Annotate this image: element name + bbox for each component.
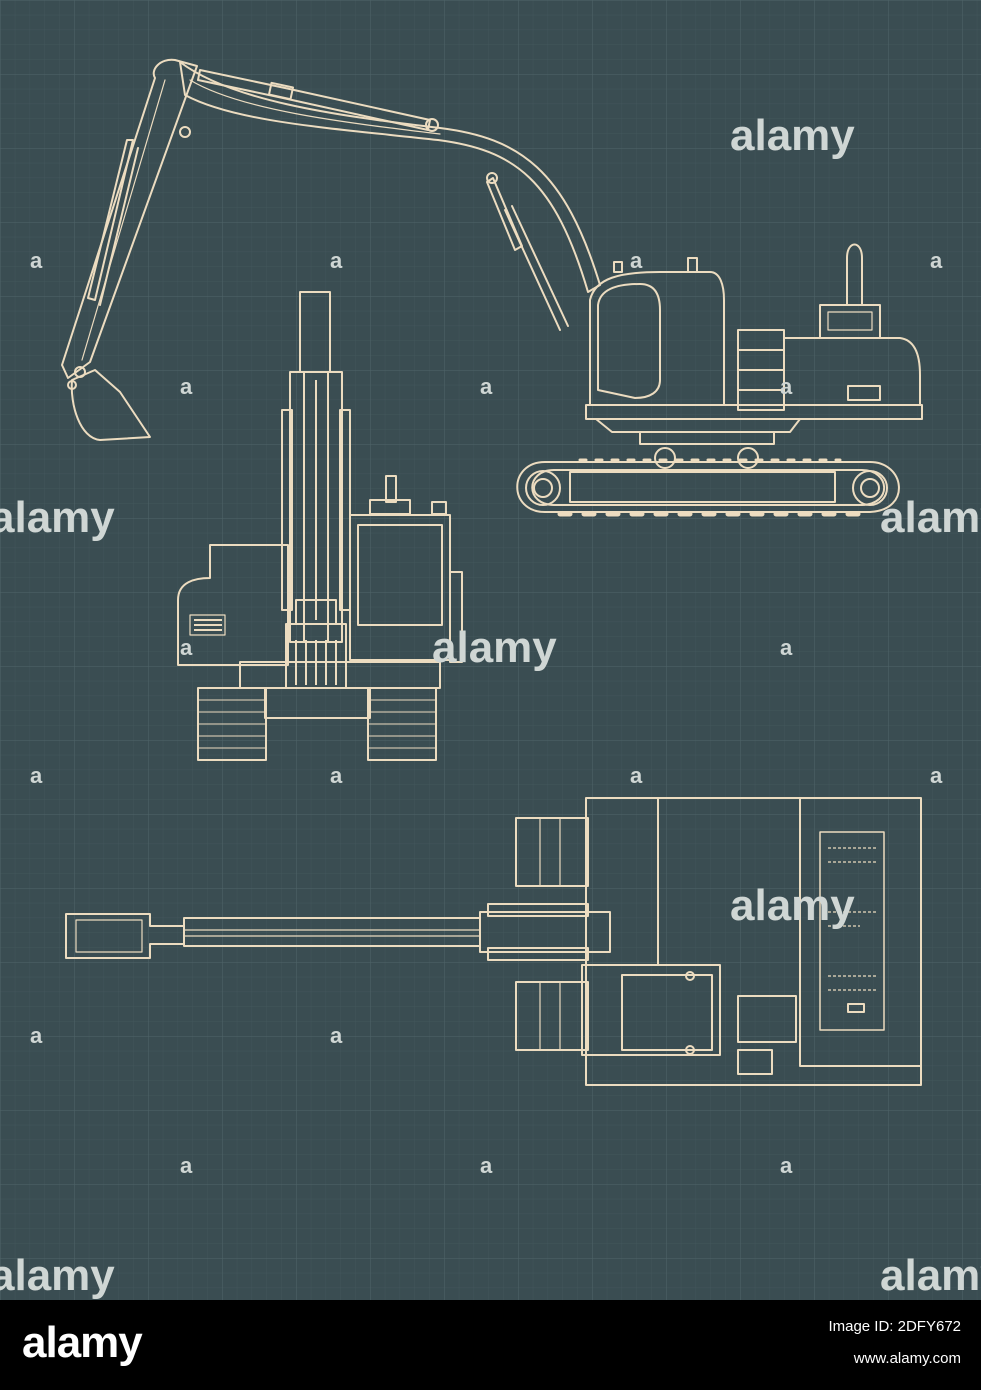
watermarks: alamy alamy alamy alamy alamy alamy alam… bbox=[0, 111, 981, 1300]
watermark-icon: a bbox=[480, 374, 493, 399]
top-upper-track bbox=[515, 817, 589, 887]
watermark-icon: a bbox=[780, 1153, 793, 1178]
watermark-icon: a bbox=[930, 248, 943, 273]
watermark-logo: alamy bbox=[0, 493, 115, 542]
bucket-cylinder bbox=[87, 139, 134, 301]
watermark-icon: a bbox=[30, 1023, 43, 1048]
footer-bar bbox=[0, 1300, 981, 1390]
watermark-icon: a bbox=[180, 374, 193, 399]
watermark-icon: a bbox=[30, 763, 43, 788]
watermark-icon: a bbox=[330, 1023, 343, 1048]
watermark-icon: a bbox=[180, 635, 193, 660]
watermark-icon: a bbox=[180, 1153, 193, 1178]
watermark-icon: a bbox=[480, 1153, 493, 1178]
side-track bbox=[516, 461, 900, 513]
exhaust-pipe bbox=[846, 243, 863, 306]
cab-window bbox=[597, 283, 661, 399]
front-view bbox=[177, 291, 463, 761]
watermark-icon: a bbox=[780, 635, 793, 660]
top-engine-panel bbox=[819, 831, 885, 1031]
watermark-icon: a bbox=[330, 248, 343, 273]
footer-url: www.alamy.com bbox=[853, 1350, 961, 1367]
blueprint-grid bbox=[0, 0, 981, 1300]
watermark-logo: alamy bbox=[730, 881, 855, 930]
engine-housing bbox=[783, 337, 921, 406]
arm bbox=[61, 58, 198, 379]
cab bbox=[589, 271, 725, 406]
front-counterweight bbox=[177, 544, 289, 666]
top-view bbox=[65, 797, 922, 1086]
watermark-logo: alamy bbox=[880, 493, 981, 542]
boom bbox=[179, 61, 601, 293]
watermark-logo: alamy bbox=[432, 623, 557, 672]
footer-logo: alamy bbox=[22, 1318, 143, 1367]
watermark-logo: alamy bbox=[730, 111, 855, 160]
top-lower-track bbox=[515, 981, 589, 1051]
watermark-logo: alamy bbox=[880, 1251, 981, 1300]
watermark-icon: a bbox=[30, 248, 43, 273]
bucket bbox=[70, 369, 151, 441]
boom-cylinder bbox=[486, 177, 523, 251]
watermark-icon: a bbox=[330, 763, 343, 788]
top-cab bbox=[581, 964, 721, 1056]
watermark-icon: a bbox=[930, 763, 943, 788]
watermark-icon: a bbox=[780, 374, 793, 399]
watermark-logo: alamy bbox=[0, 1251, 115, 1300]
blueprint-drawing: alamy alamy alamy alamy alamy alamy alam… bbox=[0, 0, 981, 1300]
watermark-icon: a bbox=[630, 763, 643, 788]
side-view bbox=[61, 58, 923, 517]
watermark-icon: a bbox=[630, 248, 643, 273]
footer-image-id: Image ID: 2DFY672 bbox=[828, 1318, 961, 1335]
